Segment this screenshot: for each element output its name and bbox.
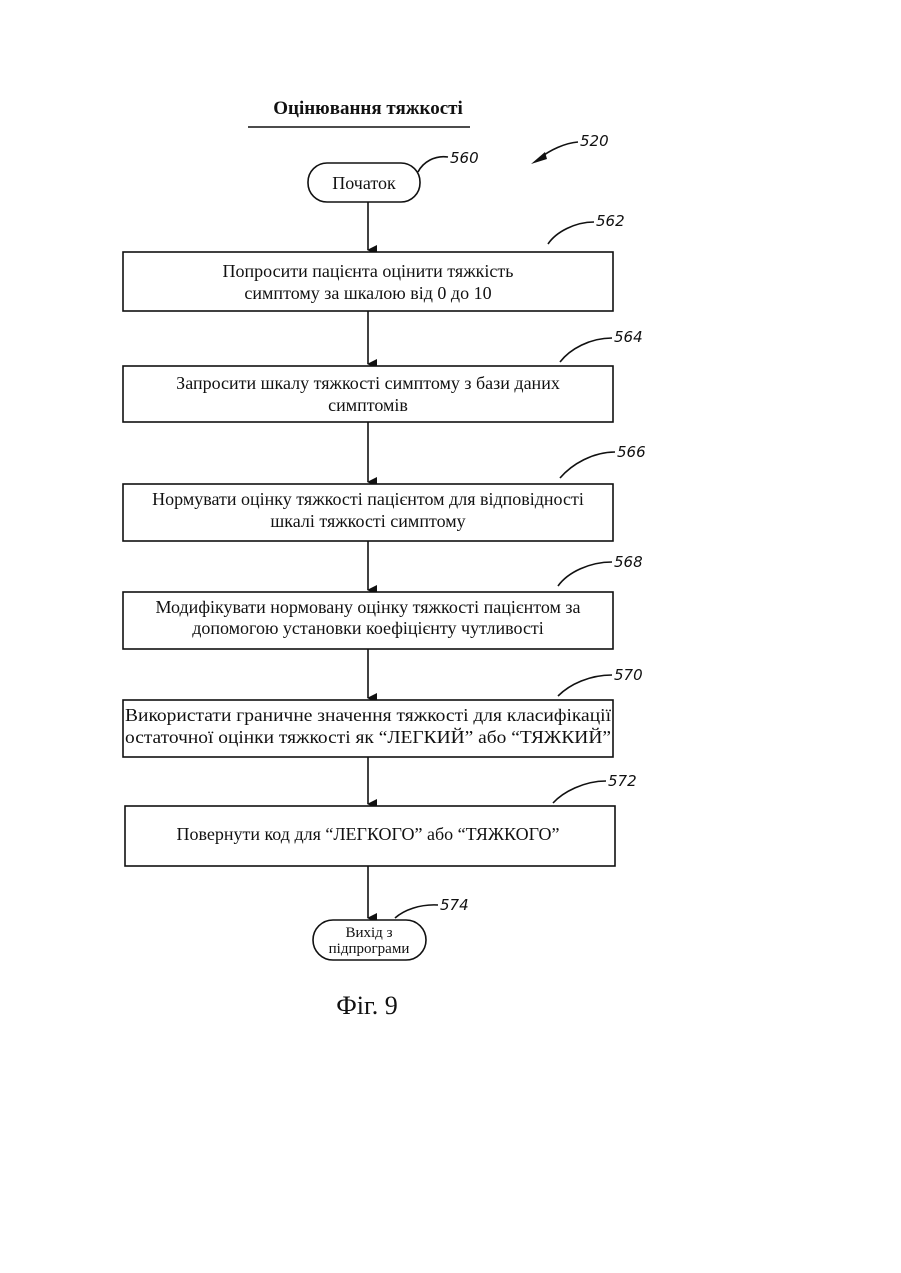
step-564-ref: 564 — [614, 328, 643, 346]
start-label: Початок — [332, 173, 396, 193]
process-step-570: Використати граничне значення тяжкості д… — [123, 700, 613, 757]
step-570-ref: 570 — [614, 666, 643, 684]
step-568-ref-leader — [558, 562, 612, 586]
step-564-line-2: симптомів — [328, 395, 408, 415]
process-step-572: Повернути код для “ЛЕГКОГО” або “ТЯЖКОГО… — [125, 806, 615, 866]
step-564-line-1: Запросити шкалу тяжкості симптому з бази… — [176, 373, 560, 393]
step-562-ref: 562 — [596, 212, 625, 230]
process-step-568: Модифікувати нормовану оцінку тяжкості п… — [123, 592, 613, 649]
process-step-566: Нормувати оцінку тяжкості пацієнтом для … — [123, 484, 613, 541]
figure-caption: Фіг. 9 — [336, 991, 398, 1020]
step-564-ref-leader — [560, 338, 612, 362]
end-ref: 574 — [440, 896, 469, 914]
step-570-line-1: Використати граничне значення тяжкості д… — [125, 705, 611, 725]
step-572-ref-leader — [553, 781, 606, 803]
step-566-line-2: шкалі тяжкості симптому — [270, 511, 465, 531]
process-step-562: Попросити пацієнта оцінити тяжкість симп… — [123, 252, 613, 311]
step-566-ref: 566 — [617, 443, 646, 461]
step-570-ref-leader — [558, 675, 612, 696]
process-step-564: Запросити шкалу тяжкості симптому з бази… — [123, 366, 613, 422]
step-568-ref: 568 — [614, 553, 643, 571]
end-line-2: підпрограми — [329, 941, 410, 957]
step-562-line-2: симптому за шкалою від 0 до 10 — [244, 283, 491, 303]
end-line-1: Вихід з — [345, 925, 392, 941]
figure-ref-label: 520 — [580, 132, 609, 150]
step-562-line-1: Попросити пацієнта оцінити тяжкість — [223, 261, 514, 281]
start-ref-leader — [418, 157, 448, 172]
step-570-line-2: остаточної оцінки тяжкості як “ЛЕГКИЙ” а… — [125, 727, 611, 747]
step-566-line-1: Нормувати оцінку тяжкості пацієнтом для … — [152, 489, 584, 509]
step-572-ref: 572 — [608, 772, 637, 790]
figure-ref-arrow-icon — [531, 152, 547, 164]
start-ref: 560 — [450, 149, 479, 167]
diagram-title: Оцінювання тяжкості — [273, 98, 463, 119]
step-568-line-2: допомогою установки коефіцієнту чутливос… — [192, 618, 544, 638]
end-ref-leader — [395, 905, 438, 918]
step-562-ref-leader — [548, 222, 594, 244]
step-568-line-1: Модифікувати нормовану оцінку тяжкості п… — [155, 597, 580, 617]
step-566-ref-leader — [560, 452, 615, 478]
step-572-line-1: Повернути код для “ЛЕГКОГО” або “ТЯЖКОГО… — [176, 824, 559, 844]
